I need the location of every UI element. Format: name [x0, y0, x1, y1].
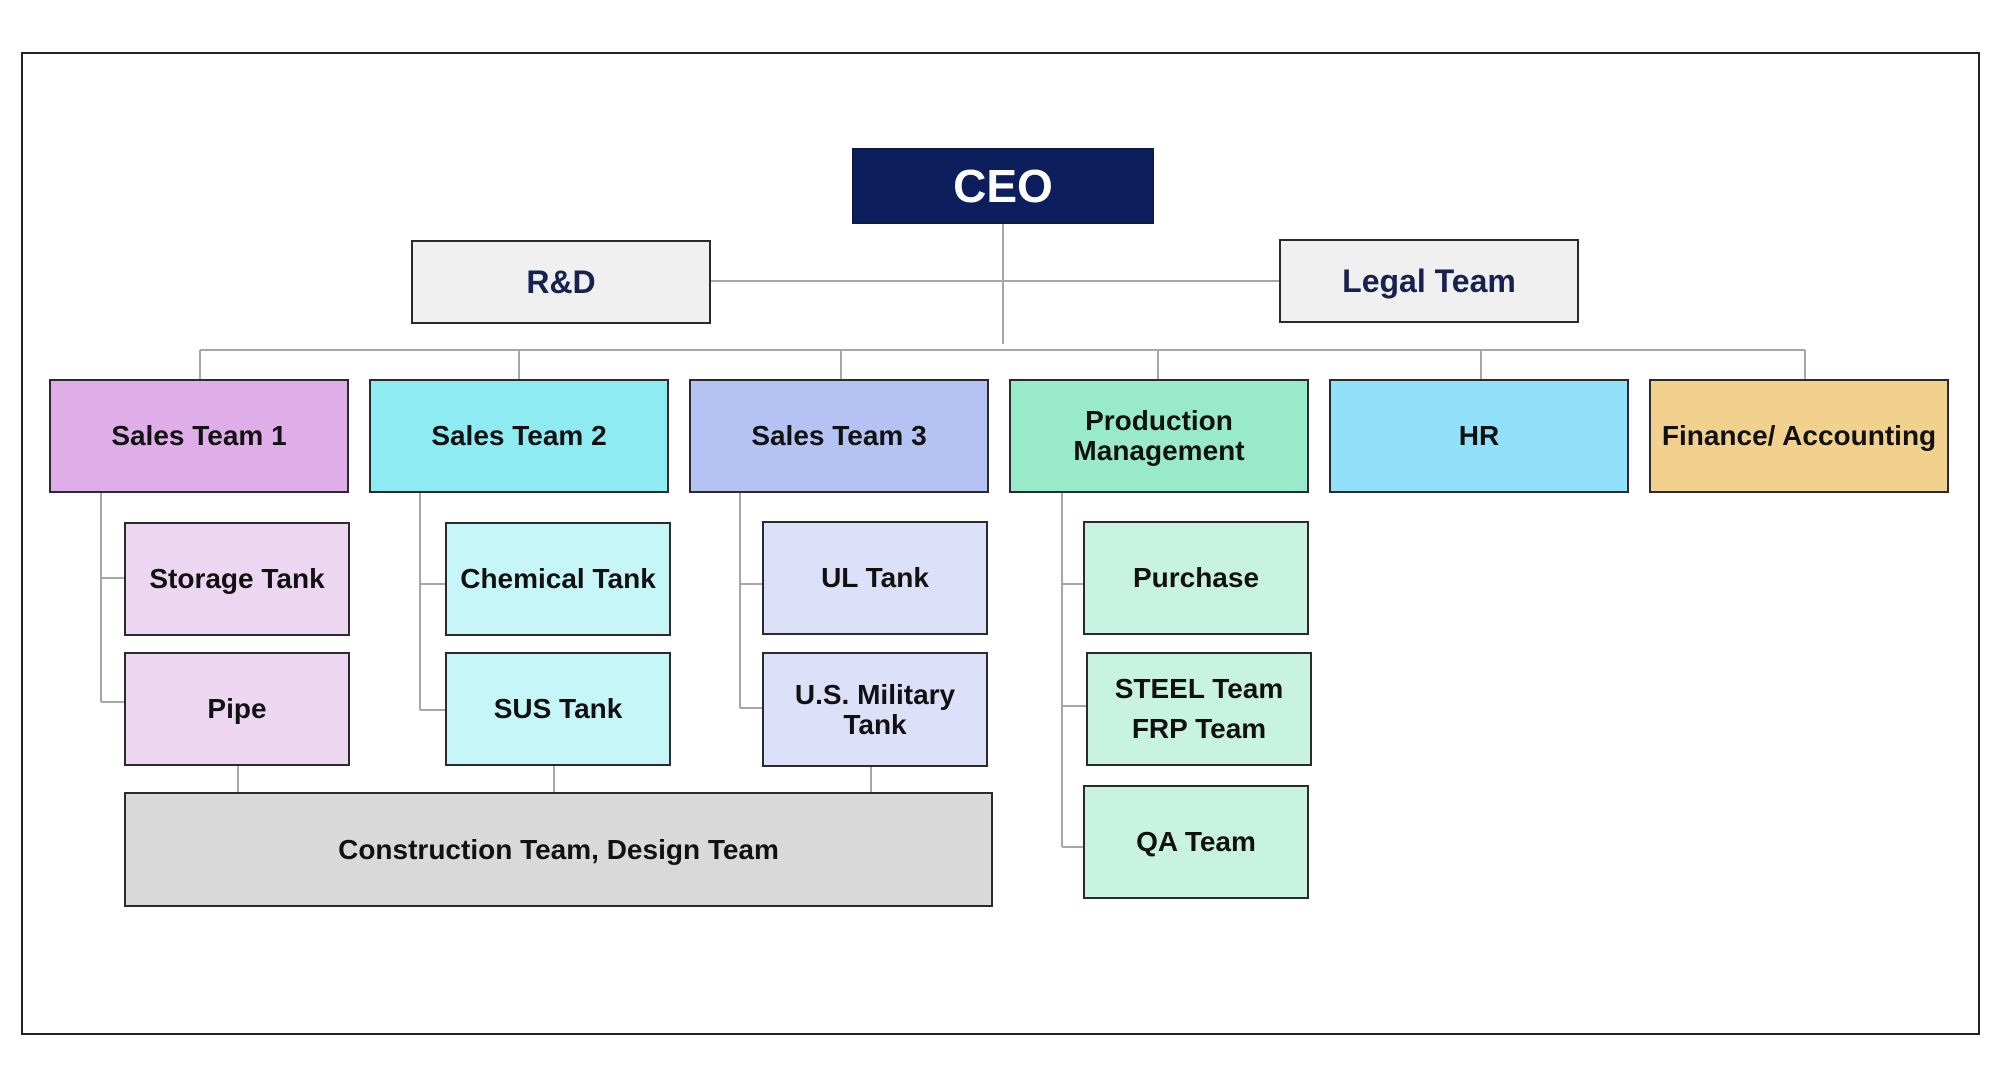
construction-design-team-box: Construction Team, Design Team [124, 792, 993, 907]
finance-accounting-label: Finance/ Accounting [1661, 420, 1937, 451]
us-military-label-line2: Tank [843, 708, 907, 740]
diagram-frame [21, 52, 1980, 1035]
pipe-label: Pipe [207, 693, 267, 724]
storage-tank-box: Storage Tank [124, 522, 350, 636]
ul-tank-box: UL Tank [762, 521, 988, 635]
finance-accounting-box: Finance/ Accounting [1649, 379, 1949, 493]
sales-team-1-box: Sales Team 1 [49, 379, 349, 493]
sales-team-2-label: Sales Team 2 [431, 420, 607, 451]
hr-label: HR [1458, 420, 1500, 451]
steel-team-label: STEEL Team [1114, 673, 1284, 704]
rnd-label: R&D [526, 264, 596, 300]
us-military-tank-box: U.S. Military Tank [762, 652, 988, 767]
pipe-box: Pipe [124, 652, 350, 766]
purchase-box: Purchase [1083, 521, 1309, 635]
purchase-label: Purchase [1132, 562, 1260, 593]
construction-design-team-label: Construction Team, Design Team [338, 833, 779, 865]
production-label-line2: Management [1073, 435, 1245, 466]
legal-team-box: Legal Team [1279, 239, 1579, 323]
qa-team-box: QA Team [1083, 785, 1309, 899]
ul-tank-label: UL Tank [821, 562, 929, 593]
ceo-label: CEO [953, 160, 1053, 212]
sales-team-1-label: Sales Team 1 [111, 420, 287, 451]
sales-team-3-label: Sales Team 3 [751, 420, 927, 451]
rnd-box: R&D [411, 240, 711, 324]
production-management-box: Production Management [1009, 379, 1309, 493]
chemical-tank-box: Chemical Tank [445, 522, 671, 636]
legal-team-label: Legal Team [1342, 263, 1516, 299]
chemical-tank-label: Chemical Tank [460, 563, 656, 594]
steel-frp-team-box: STEEL Team FRP Team [1086, 652, 1312, 766]
us-military-label-line1: U.S. Military [794, 678, 956, 710]
production-label-line1: Production [1085, 405, 1233, 436]
storage-tank-label: Storage Tank [149, 563, 325, 594]
frp-team-label: FRP Team [1131, 713, 1267, 744]
qa-team-label: QA Team [1136, 826, 1256, 857]
hr-box: HR [1329, 379, 1629, 493]
sus-tank-label: SUS Tank [493, 693, 623, 724]
sales-team-2-box: Sales Team 2 [369, 379, 669, 493]
sus-tank-box: SUS Tank [445, 652, 671, 766]
ceo-box: CEO [852, 148, 1154, 224]
sales-team-3-box: Sales Team 3 [689, 379, 989, 493]
